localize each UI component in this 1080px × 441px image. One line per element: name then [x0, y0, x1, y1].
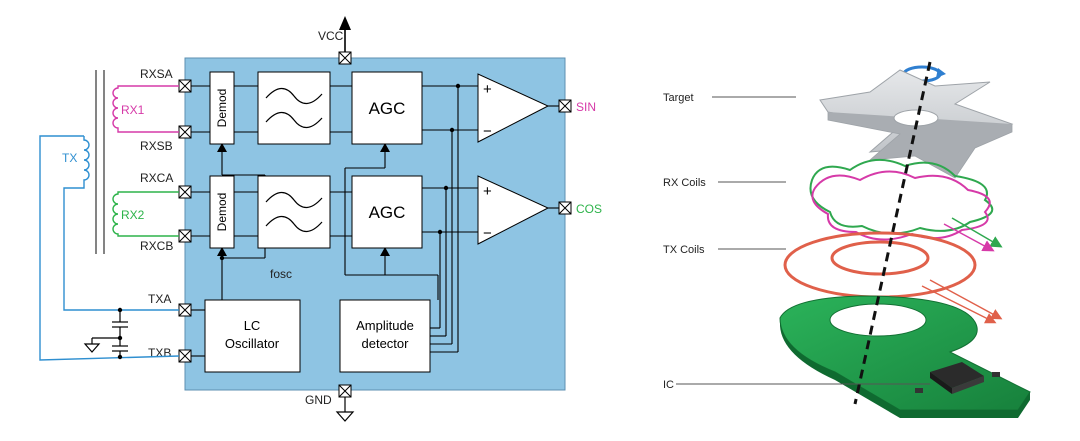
- filter-top: [257, 71, 331, 145]
- exploded-view: Target RX Coils TX Coils IC: [663, 61, 1031, 418]
- svg-text:Demod: Demod: [215, 89, 229, 128]
- sin-label: SIN: [576, 100, 596, 114]
- svg-text:−: −: [483, 123, 492, 140]
- demod-bottom: Demod: [209, 175, 235, 249]
- tx-capacitors: [83, 310, 128, 358]
- rotation-axis: [853, 61, 932, 405]
- txb-label: TXB: [148, 346, 171, 360]
- tx-coil: [39, 135, 180, 361]
- svg-text:Oscillator: Oscillator: [225, 336, 280, 351]
- rxsa-label: RXSA: [140, 67, 173, 81]
- demod-top: Demod: [209, 71, 235, 145]
- target-label: Target: [663, 92, 694, 104]
- ic-label: IC: [663, 379, 674, 391]
- rx2-coil: [112, 191, 179, 237]
- svg-text:detector: detector: [362, 336, 410, 351]
- svg-text:+: +: [483, 81, 492, 98]
- vcc-label: VCC: [318, 29, 344, 43]
- rxsb-label: RXSB: [140, 139, 173, 153]
- tx-label: TX: [62, 151, 77, 165]
- fosc-label: fosc: [270, 267, 292, 281]
- svg-text:+: +: [483, 183, 492, 200]
- svg-text:Demod: Demod: [215, 193, 229, 232]
- block-diagram: VCC GND RXSA RXSB RXCA RXCB TXA TXB SIN: [39, 16, 602, 422]
- svg-text:LC: LC: [244, 318, 261, 333]
- lc-oscillator: LC Oscillator: [204, 299, 301, 373]
- rxca-label: RXCA: [140, 171, 173, 185]
- svg-text:Amplitude: Amplitude: [356, 318, 414, 333]
- vcc-pin: VCC: [318, 16, 352, 65]
- ic-chip: [915, 362, 1000, 394]
- target-part: [819, 69, 1014, 179]
- agc-top: AGC: [351, 71, 423, 145]
- callout-lines: [676, 96, 930, 385]
- svg-text:AGC: AGC: [369, 203, 406, 222]
- rx-coils: [809, 159, 1003, 252]
- rxcb-label: RXCB: [140, 239, 173, 253]
- agc-bottom: AGC: [351, 175, 423, 249]
- filter-bottom: [257, 175, 331, 249]
- comparator-sin: + −: [477, 73, 550, 143]
- rx-coils-label: RX Coils: [663, 177, 706, 189]
- transformer-core: [95, 70, 105, 254]
- gnd-pin: GND: [305, 384, 355, 422]
- gnd-label: GND: [305, 393, 332, 407]
- svg-text:−: −: [483, 225, 492, 242]
- cos-label: COS: [576, 202, 602, 216]
- junction-dots: [219, 83, 461, 261]
- tx-coils-label: TX Coils: [663, 244, 705, 256]
- comparator-cos: + −: [477, 175, 550, 245]
- signal-arrows: [217, 143, 390, 256]
- rx1-label: RX1: [121, 103, 145, 117]
- rx2-label: RX2: [121, 208, 145, 222]
- svg-text:AGC: AGC: [369, 99, 406, 118]
- txa-label: TXA: [148, 292, 171, 306]
- amplitude-detector: Amplitude detector: [339, 299, 431, 373]
- rx1-coil: [112, 85, 179, 133]
